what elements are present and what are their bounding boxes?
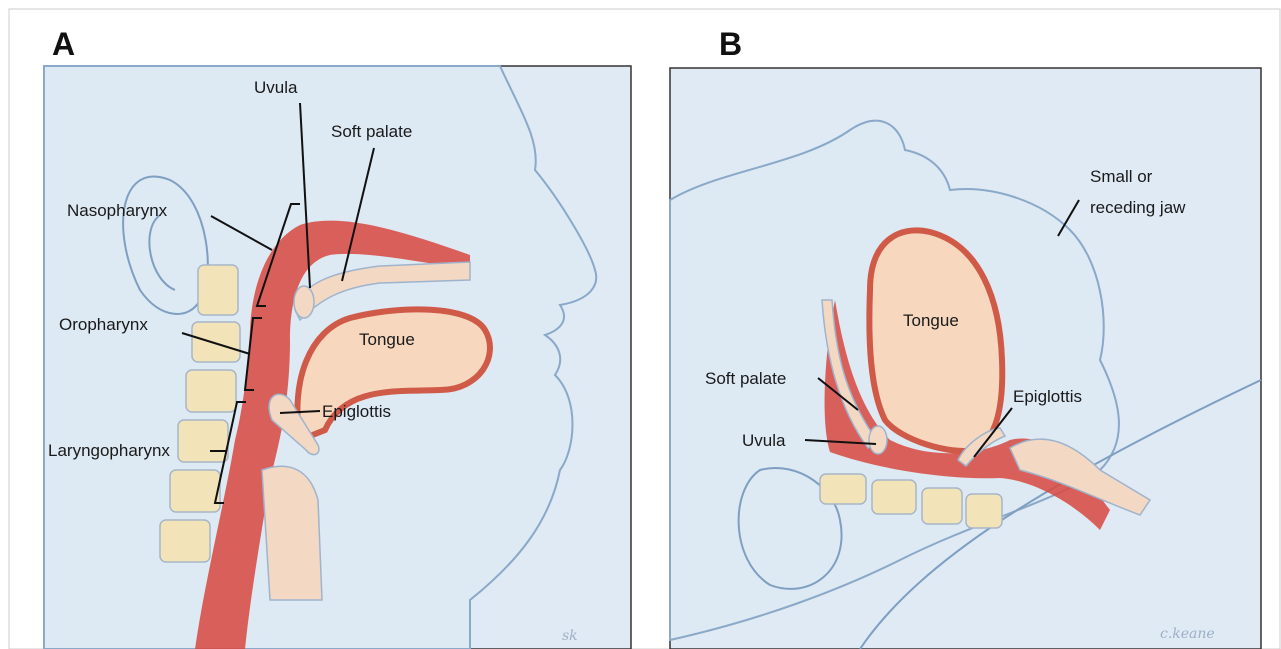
panel-b-label-uvula: Uvula <box>742 431 786 450</box>
panel-a-label-tongue: Tongue <box>359 330 415 349</box>
panel-a-label-oropharynx: Oropharynx <box>59 315 148 334</box>
panel-b-letter: B <box>719 26 742 62</box>
panel-a-label-soft-palate: Soft palate <box>331 122 412 141</box>
panel-a-larynx <box>262 466 322 600</box>
panel-a-artist-mark: sk <box>562 628 578 644</box>
panel-a-label-epiglottis: Epiglottis <box>322 402 391 421</box>
panel-b-label-epiglottis: Epiglottis <box>1013 387 1082 406</box>
panel-a-uvula <box>294 286 314 318</box>
panel-b-uvula <box>869 426 887 454</box>
panel-b-label-tongue: Tongue <box>903 311 959 330</box>
panel-b-label-jaw-line1: Small or <box>1090 167 1153 186</box>
panel-a-label-laryngopharynx: Laryngopharynx <box>48 441 170 460</box>
panel-a-label-nasopharynx: Nasopharynx <box>67 201 168 220</box>
panel-a-letter: A <box>52 26 75 62</box>
panel-b-artist-mark: c.keane <box>1160 626 1215 642</box>
panel-a: A <box>44 26 631 649</box>
panel-a-label-uvula: Uvula <box>254 78 298 97</box>
panel-b-label-soft-palate: Soft palate <box>705 369 786 388</box>
panel-b-label-jaw-line2: receding jaw <box>1090 198 1186 217</box>
panel-b: B Small or recedin <box>670 26 1261 649</box>
